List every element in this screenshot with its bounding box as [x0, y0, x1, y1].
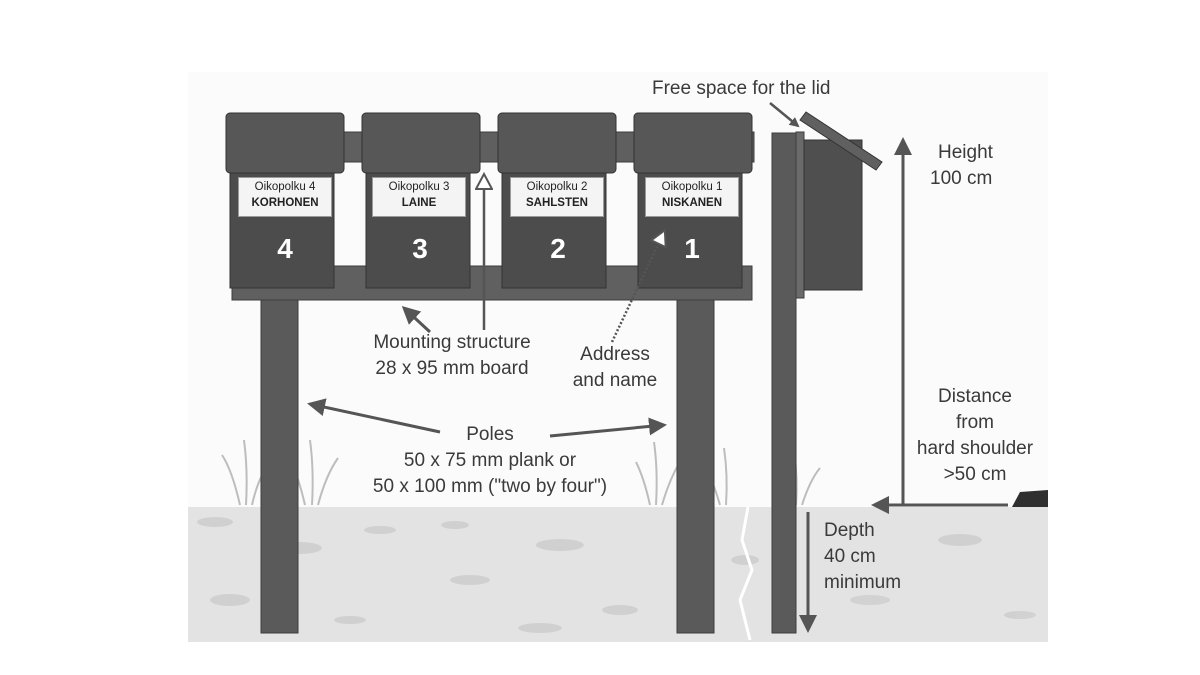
pole-left [260, 299, 299, 634]
height-label: Height 100 cm [930, 140, 993, 192]
side-view-mailbox [771, 111, 883, 634]
ground [188, 490, 1048, 642]
depth-label-line2: 40 cm [824, 546, 876, 567]
mounting-label-line2: 28 x 95 mm board [375, 358, 529, 379]
poles-label-line3: 50 x 100 mm ("two by four") [372, 476, 608, 497]
mounting-arrow-diag [401, 305, 432, 334]
distance-label-line4: >50 cm [943, 464, 1007, 485]
poles-arrow-right [549, 417, 667, 438]
address-name-label: Address and name [560, 342, 670, 394]
poles-arrow-left [307, 398, 441, 434]
address-label-line1: Address [580, 344, 650, 365]
distance-label-line2: from [956, 412, 994, 433]
poles-label-line2: 50 x 75 mm plank or [403, 450, 577, 471]
name-plate-2: Oikopolku 2 SAHLSTEN [510, 177, 604, 217]
depth-label-line3: minimum [824, 572, 902, 593]
box-number-4: 4 [277, 233, 293, 264]
mounting-label-line1: Mounting structure [373, 332, 531, 353]
name-plate-3: Oikopolku 3 LAINE [372, 177, 466, 217]
poles-label: Poles 50 x 75 mm plank or 50 x 100 mm ("… [340, 422, 640, 500]
box-number-2: 2 [550, 233, 566, 264]
height-label-line1: Height [938, 142, 993, 163]
depth-label-line1: Depth [824, 520, 875, 541]
height-label-line2: 100 cm [930, 168, 993, 189]
plate-name: NISKANEN [661, 197, 723, 209]
plate-name: SAHLSTEN [526, 197, 588, 209]
poles-label-line1: Poles [466, 424, 514, 445]
plate-address: Oikopolku 1 [661, 181, 723, 193]
plate-name: KORHONEN [251, 197, 319, 209]
plate-address: Oikopolku 3 [388, 181, 450, 193]
box-number-1: 1 [684, 233, 700, 264]
address-arrow [610, 232, 664, 343]
name-plate-4: Oikopolku 4 KORHONEN [238, 177, 332, 217]
depth-label: Depth 40 cm minimum [824, 518, 901, 596]
plate-name: LAINE [401, 197, 437, 209]
plate-address: Oikopolku 2 [526, 181, 588, 193]
lid-arrow [769, 102, 800, 128]
distance-label-line3: hard shoulder [916, 438, 1034, 459]
distance-label-line1: Distance [938, 386, 1012, 407]
annotation-arrows [307, 102, 1008, 633]
open-lid [799, 111, 883, 171]
mounting-structure-label: Mounting structure 28 x 95 mm board [352, 330, 552, 382]
name-plate-1: Oikopolku 1 NISKANEN [645, 177, 739, 217]
pole-right [676, 299, 715, 634]
address-label-line2: and name [572, 370, 658, 391]
plate-address: Oikopolku 4 [254, 181, 316, 193]
distance-label: Distance from hard shoulder >50 cm [900, 384, 1050, 488]
box-number-3: 3 [412, 233, 428, 264]
lid-space-label: Free space for the lid [652, 78, 831, 99]
